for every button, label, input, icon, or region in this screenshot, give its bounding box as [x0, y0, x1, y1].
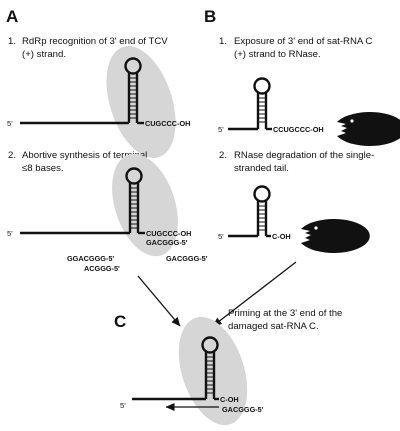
a2-caption-line1: Abortive synthesis of terminal: [22, 150, 147, 161]
panel-c-letter: C: [114, 312, 126, 331]
a2-number: 2.: [8, 150, 16, 161]
panel-a-step1: 1. RdRp recognition of 3' end of TCV (+)…: [7, 36, 190, 158]
hairpin-icon: [253, 77, 271, 129]
a2-5prime-label: 5': [7, 229, 13, 238]
panel-b-step1: 1. Exposure of 3' end of sat-RNA C (+) s…: [218, 36, 400, 146]
a2-caption-line2: ≤8 bases.: [22, 163, 64, 174]
panel-c: C Priming at the 3' end of the damaged s…: [114, 308, 342, 426]
b2-number: 2.: [219, 150, 227, 161]
b2-3prime-sequence: C-OH: [272, 232, 291, 241]
panel-b-letter: B: [204, 7, 216, 26]
c-3prime-sequence: C-OH: [220, 395, 239, 404]
b1-caption-line1: Exposure of 3' end of sat-RNA C: [234, 36, 372, 47]
panel-a-letter: A: [6, 7, 18, 26]
a2-3prime-sequence: CUGCCC-OH: [146, 229, 191, 238]
rnase-pacman-icon: [337, 112, 400, 146]
a1-caption-line2: (+) strand.: [22, 49, 66, 60]
panel-a-step2: 2. Abortive synthesis of terminal ≤8 bas…: [7, 150, 208, 273]
a1-caption-line1: RdRp recognition of 3' end of TCV: [22, 36, 168, 47]
panel-b: B 1. Exposure of 3' end of sat-RNA C (+)…: [204, 7, 400, 254]
b2-caption-line1: RNase degradation of the single-: [234, 150, 374, 161]
b1-caption-line2: (+) strand to RNase.: [234, 49, 321, 60]
a2-paired-product: GACGGG-5': [146, 238, 188, 247]
b1-number: 1.: [219, 36, 227, 47]
a1-number: 1.: [8, 36, 16, 47]
a1-3prime-sequence: CUGCCC-OH: [145, 119, 190, 128]
c-primer-sequence: GACGGG-5': [222, 405, 264, 414]
rdrp-blob-icon: [106, 46, 176, 158]
rnase-pacman-icon: [301, 219, 370, 254]
c-5prime-label: 5': [120, 401, 126, 410]
a2-product-3: GACGGG-5': [166, 254, 208, 263]
panel-b-step2: 2. RNase degradation of the single- stra…: [218, 150, 374, 254]
hairpin-icon: [201, 336, 219, 399]
b1-5prime-label: 5': [218, 125, 224, 134]
b1-3prime-sequence: CCUGCCC-OH: [273, 125, 324, 134]
arrow-icon: [137, 275, 181, 327]
hairpin-icon: [124, 57, 142, 123]
b2-caption-line2: stranded tail.: [234, 163, 289, 174]
hairpin-icon: [253, 185, 271, 236]
c-caption-line1: Priming at the 3' end of the: [228, 308, 342, 319]
a2-product-1: GGACGGG-5': [67, 254, 114, 263]
a1-5prime-label: 5': [7, 119, 13, 128]
b2-5prime-label: 5': [218, 232, 224, 241]
a2-product-2: ACGGG-5': [84, 264, 120, 273]
c-caption-line2: damaged sat-RNA C.: [228, 321, 319, 332]
hairpin-icon: [125, 167, 143, 233]
panel-a: A 1. RdRp recognition of 3' end of TCV (…: [6, 7, 208, 273]
arrow-icon: [212, 261, 297, 327]
